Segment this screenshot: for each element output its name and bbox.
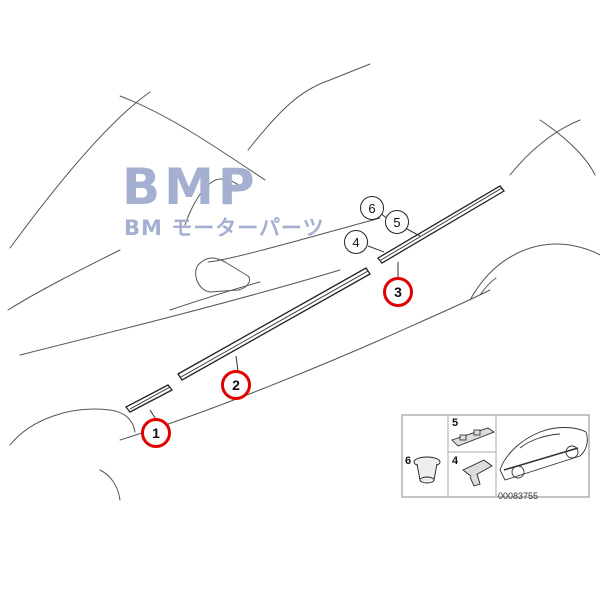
callout-3[interactable]: 3 [383, 277, 413, 307]
grommet-6-icon [413, 456, 441, 484]
callout-5[interactable]: 5 [385, 210, 409, 234]
callout-1[interactable]: 1 [141, 418, 171, 448]
diagram-number: 00083755 [498, 491, 539, 501]
inset-group [401, 414, 590, 498]
window-line [247, 63, 371, 151]
b-pillar [207, 217, 381, 263]
watermark-title: BMP [122, 158, 259, 216]
rear-quarter [539, 119, 596, 176]
clip-5-icon [451, 427, 495, 447]
mirror [195, 257, 251, 293]
roof-line [9, 91, 151, 249]
leader-5 [404, 227, 421, 237]
rear-line-top [509, 119, 581, 176]
leader-2 [235, 355, 239, 372]
inset-label-5: 5 [452, 417, 459, 429]
inset-label-4: 4 [452, 455, 459, 467]
door-handle-area [169, 281, 261, 311]
callout-2[interactable]: 2 [221, 370, 251, 400]
hood-line [7, 249, 121, 311]
inset-label-6: 6 [405, 455, 412, 467]
front-wheel-arch [9, 408, 136, 446]
car-thumbnail-icon [499, 427, 588, 481]
rear-wheel-arch [469, 243, 600, 301]
rocker-upper [19, 269, 341, 356]
leader-4 [367, 245, 385, 253]
rear-lower [479, 277, 497, 296]
clip-4-icon [462, 459, 493, 487]
rocker-lower [119, 289, 491, 441]
front-wheel-lower [99, 469, 121, 501]
callout-6[interactable]: 6 [360, 196, 384, 220]
callout-4[interactable]: 4 [344, 230, 368, 254]
watermark-subtitle: BM モーターパーツ [124, 216, 325, 240]
a-pillar-line [119, 95, 266, 181]
door-front-edge [184, 178, 241, 226]
